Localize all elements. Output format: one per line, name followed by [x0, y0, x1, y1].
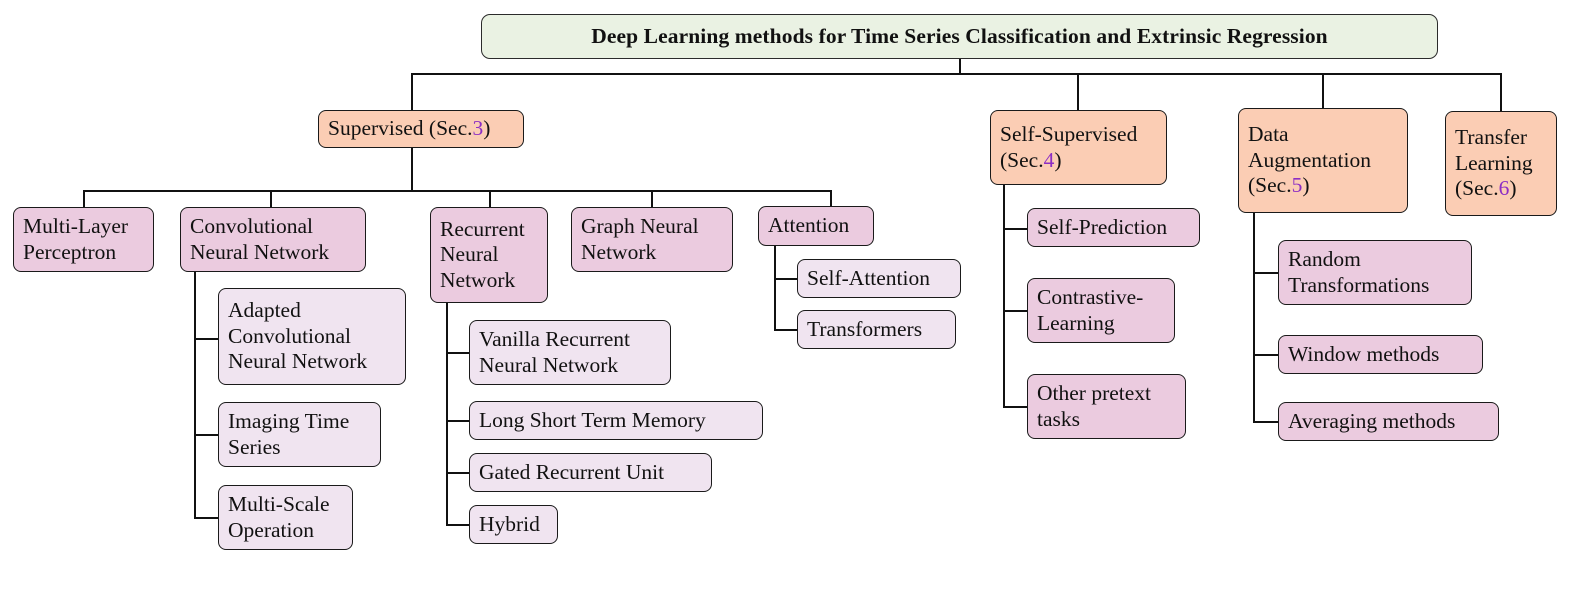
node-vanilla-recurrent-neural-network[interactable]: Vanilla Recurrent Neural Network [469, 320, 671, 385]
node-hybrid[interactable]: Hybrid [469, 505, 558, 544]
edge-root-bus [411, 73, 1501, 75]
node-self-prediction[interactable]: Self-Prediction [1027, 208, 1200, 247]
node-contrastive-learning-label: Contrastive- Learning [1037, 285, 1144, 335]
edge-supervised-to-rnn [489, 190, 491, 207]
node-adapted-cnn-label: Adapted Convolutional Neural Network [228, 298, 368, 374]
edge-cnn-spine [194, 272, 196, 518]
node-transformers[interactable]: Transformers [797, 310, 956, 349]
node-gru-label: Gated Recurrent Unit [479, 459, 665, 484]
node-adapted-convolutional-neural-network[interactable]: Adapted Convolutional Neural Network [218, 288, 406, 385]
edge-rnn-to-vanilla [446, 352, 471, 354]
node-attention[interactable]: Attention [758, 206, 874, 246]
node-averaging-methods[interactable]: Averaging methods [1278, 402, 1499, 441]
edge-supervised-to-gnn [651, 190, 653, 207]
node-supervised-label: Supervised (Sec.3) [328, 116, 491, 141]
node-recurrent-neural-network[interactable]: Recurrent Neural Network [430, 207, 548, 303]
edge-supervised-to-attention [830, 190, 832, 206]
edge-attention-to-self-attention [774, 278, 799, 280]
edge-attention-spine [774, 246, 776, 330]
node-transfer-learning-label: Transfer Learning (Sec.6) [1455, 125, 1533, 201]
node-other-pretext-tasks[interactable]: Other pretext tasks [1027, 374, 1186, 439]
node-data-augmentation-label: Data Augmentation (Sec.5) [1248, 122, 1372, 198]
edge-rnn-to-hybrid [446, 524, 471, 526]
edge-root-to-supervised [411, 73, 413, 110]
edge-rnn-to-gru [446, 472, 471, 474]
node-window-methods-label: Window methods [1288, 341, 1440, 366]
edge-cnn-to-adapted-cnn [194, 338, 220, 340]
edge-root-to-transfer-learning [1500, 73, 1502, 111]
edge-self-supervised-spine [1003, 184, 1005, 407]
node-hybrid-label: Hybrid [479, 511, 540, 536]
section-ref-4: 4 [1043, 147, 1055, 172]
node-transfer-learning[interactable]: Transfer Learning (Sec.6) [1445, 111, 1557, 216]
edge-supervised-to-cnn [270, 190, 272, 207]
node-self-attention-label: Self-Attention [807, 265, 931, 290]
edge-da-to-random-transformations [1253, 272, 1279, 274]
node-self-prediction-label: Self-Prediction [1037, 214, 1168, 239]
node-attention-label: Attention [768, 213, 850, 238]
node-gnn-label: Graph Neural Network [581, 214, 699, 264]
node-convolutional-neural-network[interactable]: Convolutional Neural Network [180, 207, 366, 272]
section-ref-3: 3 [472, 116, 484, 141]
node-imaging-time-series-label: Imaging Time Series [228, 409, 350, 459]
node-other-pretext-tasks-label: Other pretext tasks [1037, 381, 1152, 431]
node-self-attention[interactable]: Self-Attention [797, 259, 961, 298]
node-cnn-label: Convolutional Neural Network [190, 214, 330, 264]
section-ref-5: 5 [1291, 173, 1303, 198]
edge-supervised-to-mlp [83, 190, 85, 208]
edge-attention-to-transformers [774, 329, 799, 331]
edge-root-stem [959, 58, 961, 75]
node-multi-scale-operation[interactable]: Multi-Scale Operation [218, 485, 353, 550]
node-window-methods[interactable]: Window methods [1278, 335, 1483, 374]
node-multi-scale-operation-label: Multi-Scale Operation [228, 492, 330, 542]
edge-supervised-stem [411, 147, 413, 190]
node-root[interactable]: Deep Learning methods for Time Series Cl… [481, 14, 1438, 59]
node-lstm-label: Long Short Term Memory [479, 407, 706, 432]
node-long-short-term-memory[interactable]: Long Short Term Memory [469, 401, 763, 440]
node-vanilla-rnn-label: Vanilla Recurrent Neural Network [479, 327, 631, 377]
edge-da-to-window-methods [1253, 354, 1279, 356]
edge-rnn-spine [446, 303, 448, 525]
edge-da-to-averaging-methods [1253, 421, 1279, 423]
node-self-supervised[interactable]: Self-Supervised (Sec.4) [990, 110, 1167, 185]
node-contrastive-learning[interactable]: Contrastive- Learning [1027, 278, 1175, 343]
node-self-supervised-label: Self-Supervised (Sec.4) [1000, 122, 1138, 172]
edge-ss-to-contrastive [1003, 310, 1029, 312]
edge-root-to-data-augmentation [1322, 73, 1324, 109]
node-averaging-methods-label: Averaging methods [1288, 408, 1456, 433]
node-random-transformations[interactable]: Random Transformations [1278, 240, 1472, 305]
section-ref-6: 6 [1498, 176, 1510, 201]
node-data-augmentation[interactable]: Data Augmentation (Sec.5) [1238, 108, 1408, 213]
edge-cnn-to-imaging-time-series [194, 434, 220, 436]
node-transformers-label: Transformers [807, 316, 923, 341]
edge-ss-to-self-prediction [1003, 228, 1029, 230]
node-random-transformations-label: Random Transformations [1288, 247, 1430, 297]
node-imaging-time-series[interactable]: Imaging Time Series [218, 402, 381, 467]
edge-root-to-self-supervised [1077, 73, 1079, 110]
node-graph-neural-network[interactable]: Graph Neural Network [571, 207, 733, 272]
node-supervised[interactable]: Supervised (Sec.3) [318, 110, 524, 148]
edge-supervised-bus [83, 190, 831, 192]
edge-ss-to-other-pretext [1003, 406, 1029, 408]
edge-cnn-to-multi-scale-operation [194, 517, 220, 519]
node-root-label: Deep Learning methods for Time Series Cl… [591, 23, 1328, 48]
node-mlp-label: Multi-Layer Perceptron [23, 214, 129, 264]
node-multi-layer-perceptron[interactable]: Multi-Layer Perceptron [13, 207, 154, 272]
edge-data-augmentation-spine [1253, 212, 1255, 422]
edge-rnn-to-lstm [446, 420, 471, 422]
node-rnn-label: Recurrent Neural Network [440, 216, 525, 292]
node-gated-recurrent-unit[interactable]: Gated Recurrent Unit [469, 453, 712, 492]
